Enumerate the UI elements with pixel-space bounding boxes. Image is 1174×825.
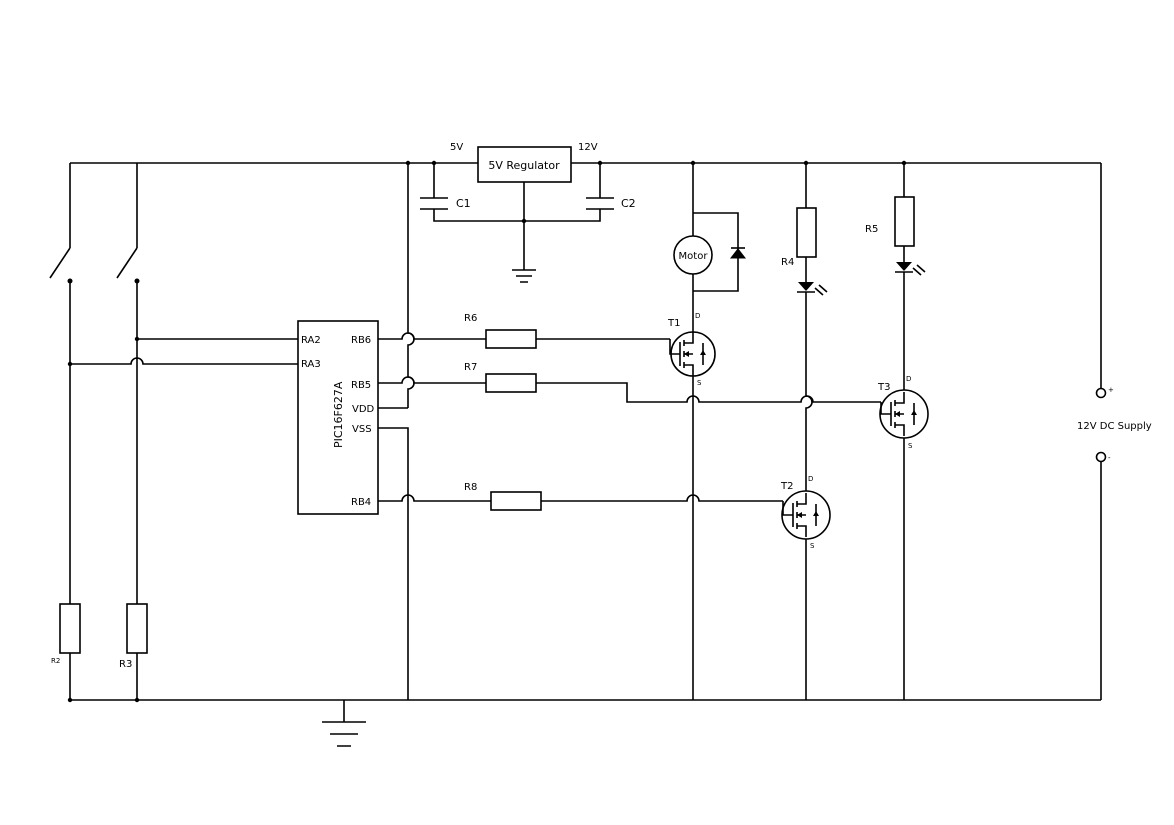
t2-drain: D: [808, 475, 813, 483]
r7-label: R7: [464, 362, 477, 373]
pin-rb6: RB6: [351, 335, 371, 346]
led-branch-r5: R5: [865, 160, 926, 700]
supply-label: 12V DC Supply: [1077, 421, 1152, 432]
t1-label: T1: [667, 318, 680, 329]
motor-label: Motor: [679, 251, 709, 262]
capacitor-c2: C2: [586, 197, 636, 210]
r8-label: R8: [464, 482, 477, 493]
ground-regulator: [512, 269, 536, 283]
transistor-t2: T2 D S: [780, 475, 831, 550]
supply-minus: -: [1108, 454, 1111, 462]
r4-label: R4: [781, 257, 794, 268]
diode: [729, 247, 747, 259]
input-wires: [67, 336, 298, 367]
regulator-label: 5V Regulator: [488, 159, 560, 172]
switch-2: [116, 247, 140, 604]
motor: Motor: [673, 235, 713, 275]
supply-plus: +: [1108, 386, 1114, 394]
ground-main: [322, 721, 366, 747]
led-branch-r4: R4: [781, 160, 828, 700]
switch-1: [49, 247, 73, 604]
mcu-name: PIC16F627A: [332, 381, 345, 448]
pin-rb4: RB4: [351, 497, 371, 508]
c1-label: C1: [456, 197, 471, 210]
top-rail: [69, 162, 1101, 248]
capacitor-c1: C1: [420, 197, 471, 210]
t2-label: T2: [780, 481, 793, 492]
pin-ra3: RA3: [301, 359, 321, 370]
power-bus: [378, 160, 415, 700]
t3-drain: D: [906, 375, 911, 383]
transistor-t1: T1 D S: [667, 312, 716, 387]
t1-source: S: [697, 379, 702, 387]
pin-vss: VSS: [352, 424, 372, 435]
pin-vdd: VDD: [352, 404, 375, 415]
resistor-r2: R2: [51, 603, 81, 700]
dc-supply: + - 12V DC Supply: [1077, 163, 1152, 700]
motor-branch: [690, 160, 739, 700]
r3-label: R3: [119, 659, 132, 670]
t1-drain: D: [695, 312, 700, 320]
t3-source: S: [908, 442, 913, 450]
t2-source: S: [810, 542, 815, 550]
bottom-rail: [67, 697, 1101, 722]
resistor-r3: R3: [119, 603, 148, 700]
regulator-out-label: 5V: [450, 142, 463, 153]
regulator: 5V Regulator 5V 12V: [431, 142, 603, 270]
regulator-in-label: 12V: [578, 142, 598, 153]
pin-rb5: RB5: [351, 380, 371, 391]
mcu-pic16f627a: RA2 RA3 RB6 RB5 VDD VSS RB4 PIC16F627A: [297, 320, 379, 515]
signal-rb4: R8: [378, 482, 783, 511]
transistor-t3: T3 D S: [877, 375, 929, 450]
signal-rb6: R6: [378, 313, 670, 349]
c2-label: C2: [621, 197, 636, 210]
r2-label: R2: [51, 657, 60, 665]
r6-label: R6: [464, 313, 477, 324]
pin-ra2: RA2: [301, 335, 321, 346]
r5-label: R5: [865, 224, 878, 235]
t3-label: T3: [877, 382, 890, 393]
